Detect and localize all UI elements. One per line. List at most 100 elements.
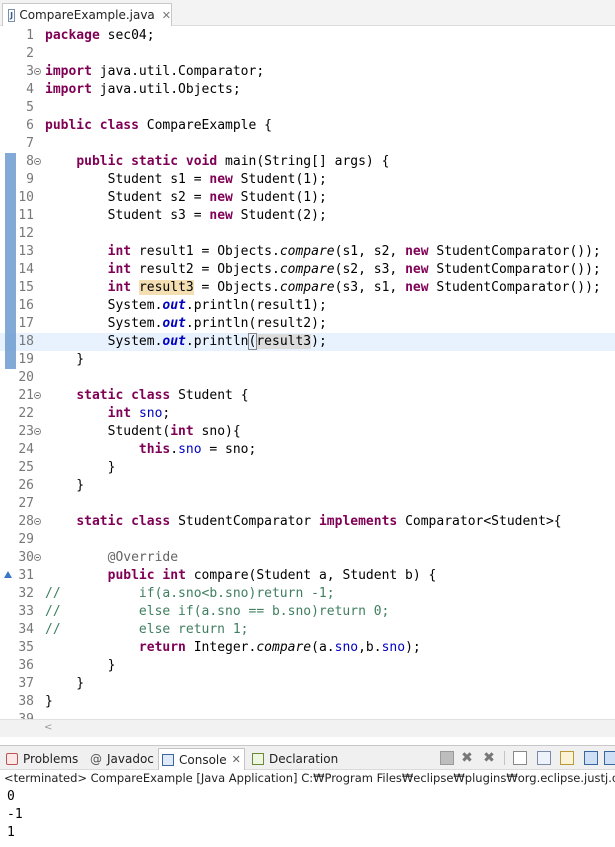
fold-toggle-icon[interactable] [34,554,41,561]
line-number: 4 [26,82,34,97]
code-line[interactable]: 37 } [0,675,615,693]
code-line[interactable]: 11 Student s3 = new Student(2); [0,207,615,225]
code-line[interactable]: 15 int result3 = Objects.compare(s3, s1,… [0,279,615,297]
javadoc-icon: @ [90,752,102,766]
line-number: 28 [18,514,34,529]
fold-toggle-icon[interactable] [34,158,41,165]
code-line[interactable]: 30 @Override [0,549,615,567]
line-number: 13 [18,244,34,259]
code-line[interactable]: 24 this.sno = sno; [0,441,615,459]
show-console-on-error-icon[interactable] [604,751,615,765]
code-line[interactable]: 34// else return 1; [0,621,615,639]
code-line[interactable]: 39 [0,711,615,719]
code-text: int result2 = Objects.compare(s2, s3, ne… [107,262,601,277]
code-line[interactable]: 20 [0,369,615,387]
close-icon[interactable]: ✕ [231,753,241,766]
code-line[interactable]: 10 Student s2 = new Student(1); [0,189,615,207]
line-number: 17 [18,316,34,331]
code-line[interactable]: 31 public int compare(Student a, Student… [0,567,615,585]
code-line[interactable]: 8 public static void main(String[] args)… [0,153,615,171]
console-view-tabs: Problems @ Javadoc Console ✕ Declaration… [0,745,615,770]
code-text: import java.util.Comparator; [45,64,265,79]
problems-icon [6,753,18,765]
code-line[interactable]: 7 [0,135,615,153]
code-line[interactable]: 35 return Integer.compare(a.sno,b.sno); [0,639,615,657]
code-line[interactable]: 21 static class Student { [0,387,615,405]
code-text: public static void main(String[] args) { [76,154,390,169]
code-line[interactable]: 38} [0,693,615,711]
fold-toggle-icon[interactable] [34,518,41,525]
scroll-left-icon[interactable]: < [44,722,53,733]
code-text: import java.util.Objects; [45,82,241,97]
tab-javadoc[interactable]: @ Javadoc [90,750,154,768]
console-output-line: -1 [7,807,23,822]
code-line[interactable]: 13 int result1 = Objects.compare(s1, s2,… [0,243,615,261]
clear-console-icon[interactable] [513,751,527,765]
terminate-icon[interactable] [440,751,454,765]
code-line[interactable]: 19 } [0,351,615,369]
editor-tab[interactable]: J CompareExample.java ✕ [2,3,172,26]
tab-console[interactable]: Console ✕ [158,748,245,770]
line-number: 30 [18,550,34,565]
code-line[interactable]: 26 } [0,477,615,495]
show-console-on-output-icon[interactable] [584,751,598,765]
code-line[interactable]: 29 [0,531,615,549]
remove-launch-icon[interactable]: ✖ [461,750,473,766]
code-line[interactable]: 36 } [0,657,615,675]
code-line[interactable]: 28 static class StudentComparator implem… [0,513,615,531]
line-number: 11 [18,208,34,223]
code-line[interactable]: 25 } [0,459,615,477]
code-line[interactable]: 5 [0,99,615,117]
remove-all-terminated-icon[interactable]: ✖ [483,750,495,766]
tab-problems-label: Problems [23,752,79,766]
code-line[interactable]: 18 System.out.println(result3); [0,333,615,351]
code-line[interactable]: 32// if(a.sno<b.sno)return -1; [0,585,615,603]
word-wrap-icon[interactable] [560,751,574,765]
tab-declaration[interactable]: Declaration [252,750,338,768]
change-marker [5,207,16,225]
line-number: 39 [14,711,34,719]
fold-toggle-icon[interactable] [34,68,41,75]
code-line[interactable]: 16 System.out.println(result1); [0,297,615,315]
code-text: // else if(a.sno == b.sno)return 0; [45,604,390,619]
console-output[interactable]: 0 -1 1 [0,788,615,847]
line-number: 3 [26,64,34,79]
code-text: public int compare(Student a, Student b)… [107,568,437,583]
code-text: } [45,676,85,691]
override-marker-icon[interactable] [4,571,12,578]
java-file-icon: J [8,8,16,22]
tab-problems[interactable]: Problems [6,750,78,768]
line-number: 32 [18,586,34,601]
console-output-line: 1 [7,825,15,840]
code-line[interactable]: 17 System.out.println(result2); [0,315,615,333]
code-line[interactable]: 9 Student s1 = new Student(1); [0,171,615,189]
code-line[interactable]: 33// else if(a.sno == b.sno)return 0; [0,603,615,621]
code-line[interactable]: 4 import java.util.Objects; [0,81,615,99]
code-text: System.out.println(result3); [45,333,327,350]
code-line[interactable]: 23 Student(int sno){ [0,423,615,441]
code-line[interactable]: 14 int result2 = Objects.compare(s2, s3,… [0,261,615,279]
code-line[interactable]: 3 import java.util.Comparator; [0,63,615,81]
code-text: Student s3 = new Student(2); [45,208,327,223]
code-line[interactable]: 27 [0,495,615,513]
horizontal-scrollbar[interactable]: < [0,719,615,737]
code-line[interactable]: 22 int sno; [0,405,615,423]
code-line[interactable]: 12 [0,225,615,243]
line-number: 24 [18,442,34,457]
change-marker [5,225,16,243]
code-text: Student s1 = new Student(1); [45,172,327,187]
line-number: 9 [26,172,34,187]
fold-toggle-icon[interactable] [34,392,41,399]
line-number: 19 [18,352,34,367]
scroll-lock-icon[interactable] [537,751,551,765]
close-icon[interactable]: ✕ [161,8,171,22]
code-text: static class StudentComparator implement… [76,514,562,529]
code-text: } [45,658,116,673]
code-line[interactable]: 2 [0,45,615,63]
fold-toggle-icon[interactable] [34,428,41,435]
tab-javadoc-label: Javadoc [107,752,154,766]
code-text: // else return 1; [45,622,249,637]
